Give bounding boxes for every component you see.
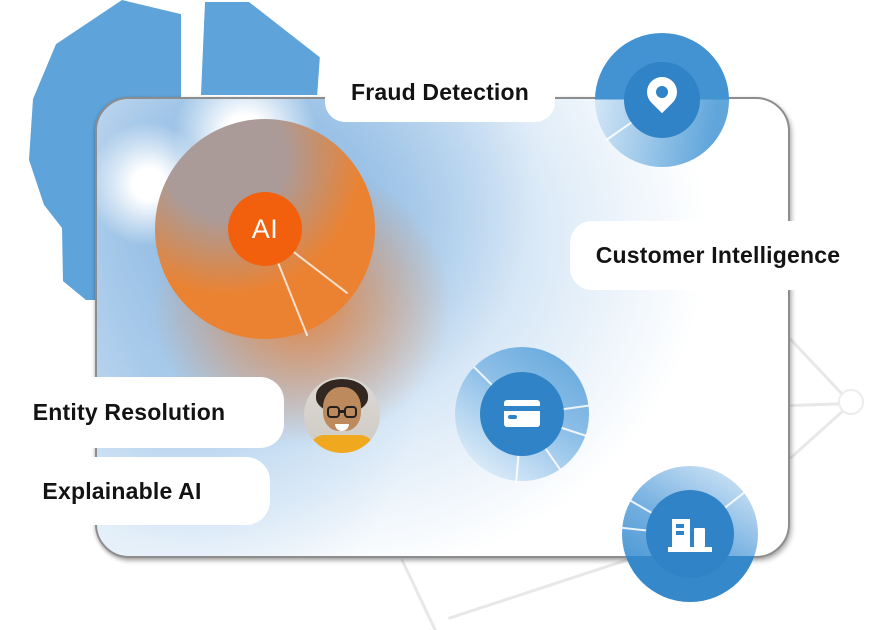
- business-node-circle: [621, 466, 758, 602]
- avatar-glasses-bridge: [339, 410, 346, 413]
- building-base: [668, 547, 712, 552]
- payment-node-circle: [455, 347, 590, 483]
- label-customer-intelligence-text: Customer Intelligence: [595, 242, 841, 268]
- building-left-tower: [672, 519, 690, 547]
- ai-badge-label: AI: [251, 213, 279, 244]
- avatar-photo: [304, 377, 380, 453]
- label-fraud-detection-text: Fraud Detection: [350, 79, 530, 105]
- ai-badge: AI: [228, 192, 302, 266]
- brain-right-lobe-shape: [200, 1, 320, 96]
- credit-card-icon: [504, 400, 540, 427]
- label-explainable-ai-text: Explainable AI: [42, 477, 202, 504]
- location-node-inner: [624, 62, 700, 138]
- connector-line: [447, 558, 629, 620]
- connector-line: [400, 558, 438, 630]
- credit-card-chip: [508, 415, 517, 419]
- avatar-shirt: [310, 435, 374, 453]
- avatar-smile: [335, 424, 349, 431]
- connector-node: [838, 389, 864, 415]
- location-pin-icon: [640, 70, 684, 114]
- label-fraud-detection: Fraud Detection: [325, 63, 555, 122]
- credit-card-stripe: [504, 406, 540, 411]
- building-window: [676, 524, 684, 528]
- building-right-tower: [694, 528, 705, 547]
- building-icon: [668, 516, 712, 552]
- label-customer-intelligence: Customer Intelligence: [570, 221, 866, 290]
- payment-node-inner: [480, 372, 564, 456]
- building-window: [676, 531, 684, 535]
- location-node-circle: [595, 33, 729, 167]
- label-explainable-ai: Explainable AI: [0, 457, 270, 525]
- label-entity-resolution-text: Entity Resolution: [32, 399, 226, 425]
- label-entity-resolution: Entity Resolution: [0, 377, 284, 448]
- business-node-inner: [646, 490, 734, 578]
